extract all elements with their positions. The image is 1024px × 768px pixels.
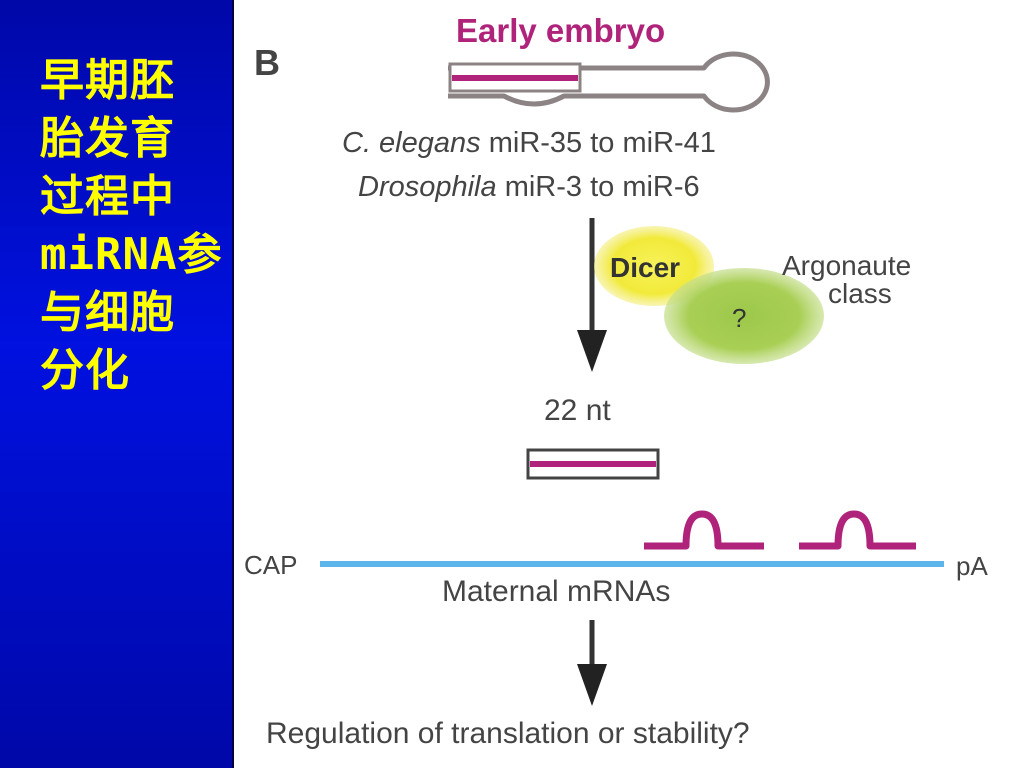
species-line-2: Drosophila miR-3 to miR-6 bbox=[358, 171, 700, 203]
species-line-1: C. elegans miR-35 to miR-41 bbox=[342, 127, 716, 159]
hairpin-backbone bbox=[448, 51, 770, 113]
left-title-panel: 早期胚 胎发育 过程中 miRNA参 与细胞 分化 bbox=[0, 0, 234, 768]
side-title-line-3: 过程中 bbox=[40, 171, 175, 222]
mirna-binding-site-2 bbox=[799, 510, 916, 550]
argonaute-label-line2: class bbox=[828, 278, 892, 309]
mrna-label: Maternal mRNAs bbox=[442, 575, 670, 608]
outcome-arrow bbox=[577, 620, 607, 706]
precursor-hairpin bbox=[448, 51, 770, 113]
processing-arrow bbox=[577, 218, 607, 372]
panel-letter: B bbox=[254, 42, 280, 83]
species-1-mirnas: miR-35 to miR-41 bbox=[481, 127, 716, 159]
mature-mirna bbox=[526, 448, 660, 480]
cap-label: CAP bbox=[244, 550, 297, 580]
mirna-pathway-diagram: B Early embryo C. elegans miR-35 to miR-… bbox=[234, 0, 1024, 768]
product-length-label: 22 nt bbox=[544, 394, 611, 427]
argonaute-unknown-mark: ? bbox=[732, 303, 746, 333]
species-1-name: C. elegans bbox=[342, 127, 481, 159]
side-title-line-5: 与细胞 bbox=[40, 287, 175, 338]
mirna-binding-site-1 bbox=[644, 510, 764, 550]
species-2-name: Drosophila bbox=[358, 171, 497, 203]
side-title-line-6: 分化 bbox=[40, 345, 130, 396]
stage-title: Early embryo bbox=[456, 12, 665, 49]
species-2-mirnas: miR-3 to miR-6 bbox=[497, 171, 700, 203]
side-title-line-4: miRNA参 bbox=[40, 229, 223, 280]
argonaute-protein bbox=[664, 268, 824, 364]
outcome-label: Regulation of translation or stability? bbox=[266, 717, 750, 750]
diagram-canvas: B Early embryo C. elegans miR-35 to miR-… bbox=[244, 12, 988, 750]
slide-side-title: 早期胚 胎发育 过程中 miRNA参 与细胞 分化 bbox=[40, 52, 230, 400]
side-title-line-1: 早期胚 bbox=[40, 55, 175, 106]
pa-label: pA bbox=[956, 551, 988, 581]
dicer-label: Dicer bbox=[610, 252, 680, 283]
argonaute-label-line1: Argonaute bbox=[782, 250, 911, 281]
hairpin-mirna-strand bbox=[452, 75, 578, 81]
side-title-line-2: 胎发育 bbox=[40, 113, 175, 164]
